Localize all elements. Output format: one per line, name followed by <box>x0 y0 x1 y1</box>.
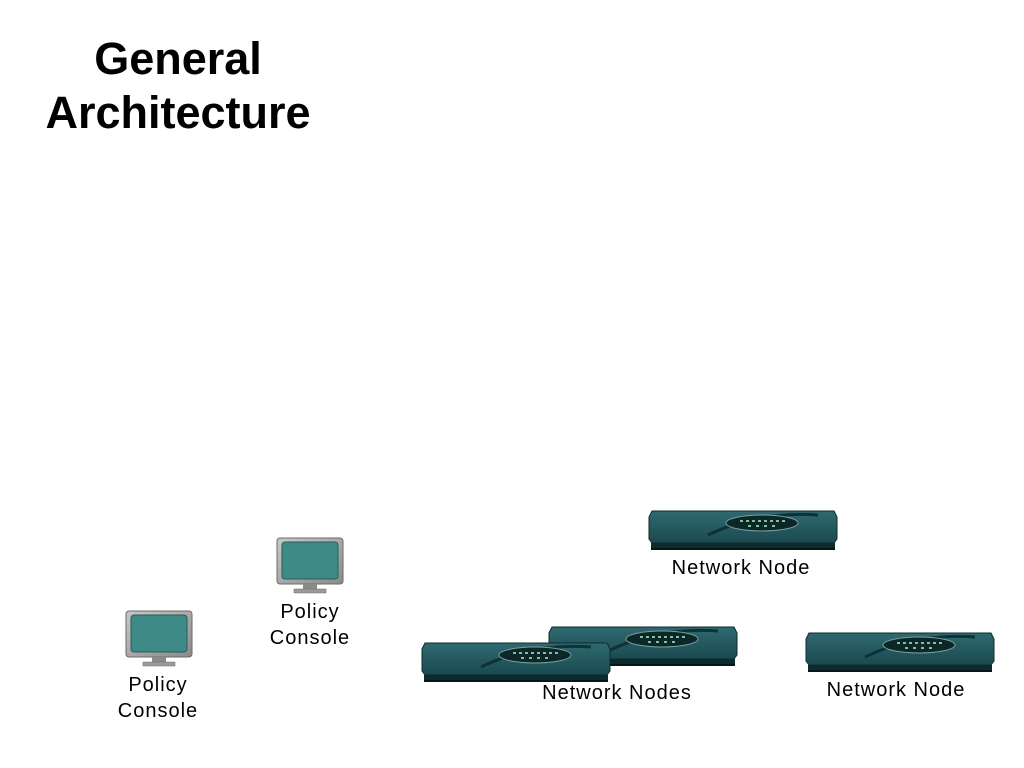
network-node-label-top: Network Node <box>671 557 811 579</box>
network-node-label-right: Network Node <box>826 679 966 701</box>
network-node-router-icon <box>805 631 995 673</box>
policy-console-label-1-line-1: Policy <box>280 601 340 623</box>
policy-console-label-1: Policy Console <box>255 599 365 651</box>
policy-console-monitor-icon <box>276 537 344 595</box>
network-nodes-label: Network Nodes <box>542 682 692 704</box>
policy-console-label-1-line-2: Console <box>269 627 351 649</box>
policy-console-monitor-icon <box>125 610 193 668</box>
page-title: General Architecture <box>0 32 356 140</box>
policy-console-label-2: Policy Console <box>103 672 213 724</box>
policy-console-label-2-line-1: Policy <box>128 674 188 696</box>
network-node-router-icon <box>421 641 611 683</box>
title-line-2: Architecture <box>45 87 311 138</box>
title-line-1: General <box>94 33 262 84</box>
network-node-router-icon <box>648 509 838 551</box>
policy-console-label-2-line-2: Console <box>117 700 199 722</box>
